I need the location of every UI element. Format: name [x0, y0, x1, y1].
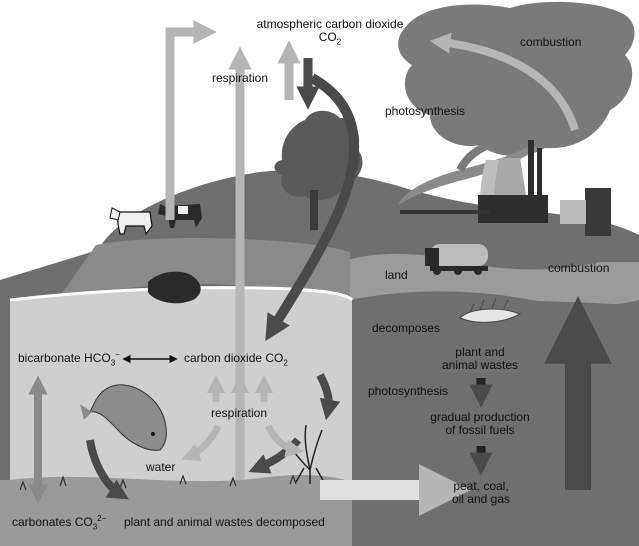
arrow-fish-to-seabed	[86, 439, 129, 500]
label-respiration-water: respiration	[211, 406, 268, 420]
smoke-cloud	[398, 1, 635, 156]
oil-puddle	[148, 271, 201, 304]
arrow-water-photo	[316, 373, 341, 421]
label-bicarbonate: bicarbonate HCO3−	[18, 350, 120, 368]
arrow-respiration-land-up	[165, 20, 217, 220]
tree	[274, 110, 363, 230]
truck	[425, 244, 488, 275]
label-combustion-right: combustion	[548, 261, 610, 275]
smoke-plume-2	[456, 135, 521, 173]
arrow-photosynthesis-curve	[265, 73, 359, 342]
label-water: water	[146, 460, 176, 474]
animal-fossil	[459, 297, 522, 323]
sea-surface	[9, 286, 354, 302]
label-plant-animal-wastes: plant and animal wastes	[441, 345, 519, 372]
label-gradual-production: gradual production of fossil fuels	[430, 410, 530, 437]
label-photosynthesis-top: photosynthesis	[385, 104, 466, 118]
label-atmospheric-co2: atmospheric carbon dioxide CO2	[240, 17, 420, 47]
cows	[109, 204, 202, 236]
label-respiration-top: respiration	[212, 71, 269, 85]
cliff-face	[60, 237, 350, 300]
label-carbon-dioxide-water: carbon dioxide CO2	[184, 351, 288, 368]
sea-water	[10, 287, 352, 500]
label-photosynthesis-water: photosynthesis	[368, 384, 449, 398]
factory	[400, 140, 611, 236]
land-highlight	[340, 253, 639, 306]
label-atmospheric-co2-line1: atmospheric carbon dioxide	[256, 17, 404, 31]
fish	[80, 384, 167, 451]
arrow-water-resp-right	[264, 424, 304, 458]
label-carbonates: carbonates CO32−	[12, 514, 107, 532]
label-land: land	[385, 268, 408, 282]
label-wastes-decomposed: plant and animal wastes decomposed	[124, 515, 325, 529]
label-decomposes: decomposes	[372, 321, 441, 335]
label-peat-coal: peat, coal, oil and gas	[451, 479, 511, 506]
label-atmospheric-co2-formula: CO2	[318, 30, 342, 47]
arrow-combustion-curve	[429, 32, 579, 132]
label-combustion-top: combustion	[520, 35, 582, 49]
sea-floor	[0, 475, 360, 546]
arrow-water-resp-left	[181, 424, 222, 462]
